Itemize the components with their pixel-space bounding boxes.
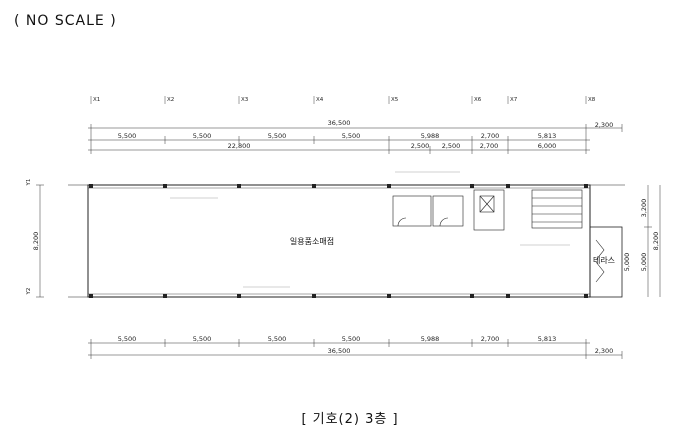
axis-label: Y2 (26, 288, 32, 296)
dimension-label: 2,700 (481, 335, 500, 343)
dimension-label: 5,500 (268, 335, 287, 343)
dimension-label: 5,500 (193, 335, 212, 343)
axis-label: X2 (167, 97, 174, 103)
axis-label: X5 (391, 97, 399, 103)
room-label-terrace: 테라스 (593, 256, 615, 265)
dimension-label: 5,500 (118, 335, 137, 343)
axis-label: X1 (93, 97, 100, 103)
dimension-label: 5,988 (421, 335, 440, 343)
dimension-label: 36,500 (328, 119, 351, 127)
dimension-label: 5,000 (623, 253, 631, 272)
dimension-label: 6,000 (538, 142, 557, 150)
drawing-caption: [ 기호(2) 3층 ] (301, 412, 399, 427)
dimension-label: 8,200 (32, 232, 40, 251)
dimension-label: 5,500 (118, 132, 137, 140)
dimension-label: 2,700 (481, 132, 500, 140)
axis-label: X7 (510, 97, 518, 103)
dimension-label: 2,500 (411, 142, 430, 150)
dimension-label: 5,813 (538, 132, 557, 140)
dimension-label: 5,000 (640, 253, 648, 272)
scale-note: ( NO SCALE ) (14, 13, 117, 29)
dimension-label: 5,988 (421, 132, 440, 140)
dimension-label: 2,500 (442, 142, 461, 150)
axis-label: X8 (588, 97, 596, 103)
dimension-label: 5,813 (538, 335, 557, 343)
dimension-label: 3,200 (640, 199, 648, 218)
dimension-label: 2,700 (480, 142, 499, 150)
dimension-label: 5,500 (268, 132, 287, 140)
dimension-label: 36,500 (328, 347, 351, 355)
room-label-retail: 일용품소매점 (290, 236, 334, 246)
axis-label: X6 (474, 97, 482, 103)
axis-label: X3 (241, 97, 249, 103)
axis-label: X4 (316, 97, 324, 103)
dimension-label: 5,500 (342, 335, 361, 343)
dimension-label: 2,300 (595, 121, 614, 129)
dimension-label: 8,200 (652, 232, 660, 251)
dimension-label: 5,500 (193, 132, 212, 140)
dimension-label: 2,300 (595, 347, 614, 355)
dimension-label: 5,500 (342, 132, 361, 140)
dimension-label: 22,800 (228, 142, 251, 150)
axis-label: Y1 (26, 179, 32, 187)
